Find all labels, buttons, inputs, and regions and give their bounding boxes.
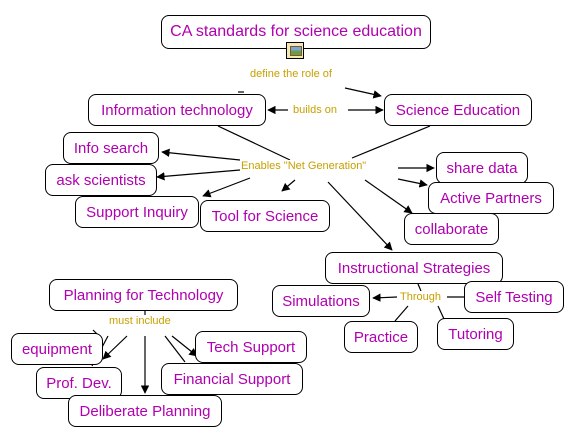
line-enables-to-active-partners [397, 178, 428, 188]
line-instructional-to-through [417, 283, 422, 292]
link-label-builds-on: builds on [292, 104, 339, 116]
line-must-include-to-tech-support [171, 335, 198, 357]
line-enables-to-ask-scientists [156, 169, 241, 181]
node-instructional-strategies[interactable]: Instructional Strategies [325, 252, 503, 284]
node-collaborate[interactable]: collaborate [404, 213, 499, 245]
node-self-testing[interactable]: Self Testing [464, 281, 564, 313]
line-through-to-practice [394, 305, 409, 322]
line-must-include-to-equipment [102, 335, 128, 360]
node-ca-standards[interactable]: CA standards for science education [161, 15, 431, 49]
node-ask-scientists[interactable]: ask scientists [45, 164, 157, 196]
node-tool-for-science[interactable]: Tool for Science [200, 200, 330, 232]
node-active-partners[interactable]: Active Partners [428, 182, 554, 214]
line-science-ed-to-enables [351, 125, 431, 159]
line-enables-to-instructional [327, 181, 393, 251]
node-share-data[interactable]: share data [436, 152, 528, 184]
node-planning-for-technology[interactable]: Planning for Technology [49, 279, 238, 311]
node-science-education[interactable]: Science Education [384, 94, 532, 126]
node-tutoring[interactable]: Tutoring [437, 318, 514, 350]
node-tech-support[interactable]: Tech Support [195, 331, 307, 363]
line-enables-to-tool-for-science [281, 179, 296, 192]
node-practice[interactable]: Practice [344, 321, 418, 353]
line-enables-to-collaborate [364, 179, 413, 214]
node-support-inquiry[interactable]: Support Inquiry [75, 196, 199, 228]
line-role-to-science-education [344, 87, 382, 99]
line-must-include-to-financial [164, 335, 186, 363]
line-enables-to-support-inquiry [202, 177, 251, 198]
node-prof-dev[interactable]: Prof. Dev. [36, 367, 122, 399]
line-through-to-simulations [372, 293, 398, 302]
node-info-search[interactable]: Info search [63, 132, 159, 164]
link-label-define-role: define the role of [249, 68, 333, 80]
link-label-through: Through [399, 291, 442, 303]
node-information-technology[interactable]: Information technology [88, 94, 266, 126]
node-simulations[interactable]: Simulations [272, 285, 370, 317]
link-label-enables-net-generation: Enables "Net Generation" [240, 160, 368, 172]
node-equipment[interactable]: equipment [11, 333, 103, 365]
node-financial-support[interactable]: Financial Support [161, 363, 303, 395]
node-deliberate-planning[interactable]: Deliberate Planning [68, 395, 222, 427]
document-image-icon[interactable] [286, 42, 304, 59]
link-label-must-include: must include [108, 315, 172, 327]
line-through-to-tutoring [437, 305, 445, 320]
line-enables-to-info-search [161, 148, 241, 161]
line-info-tech-to-enables [217, 125, 291, 161]
